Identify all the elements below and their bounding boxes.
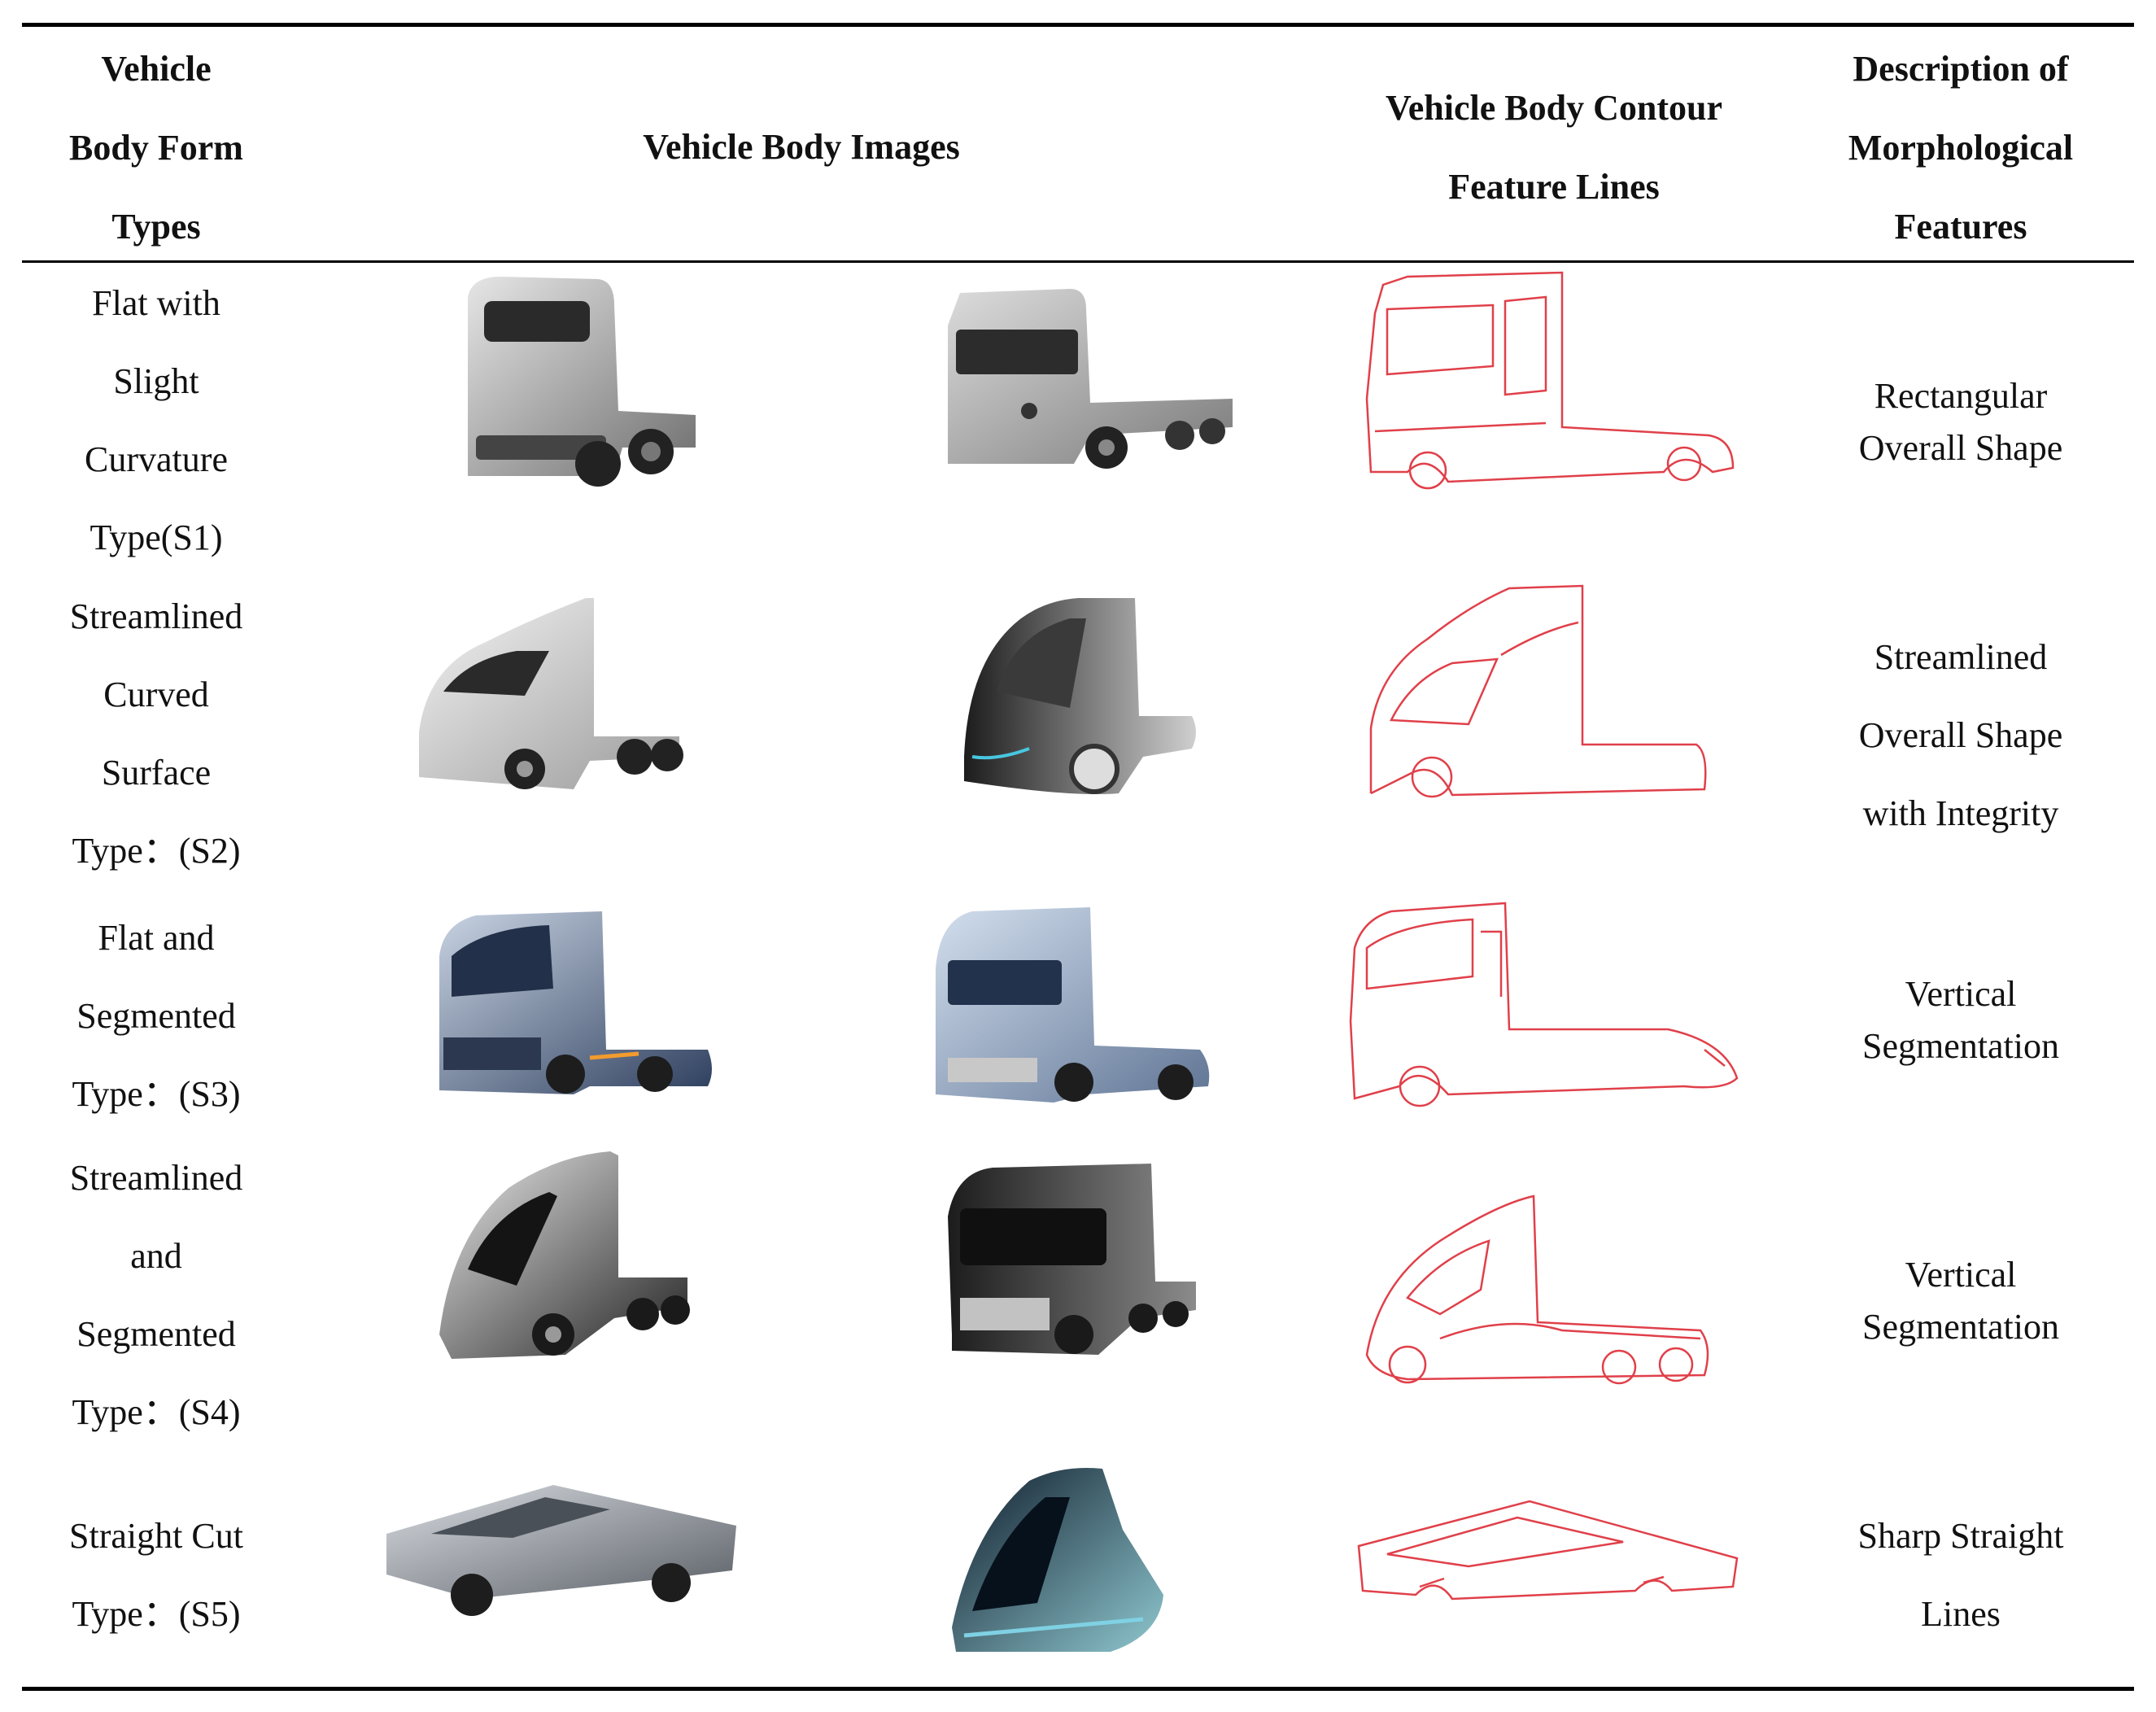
header-contour-feature-lines: Vehicle Body Contour Feature Lines [1386,88,1722,207]
row4-description: Vertical Segmentation [1862,1255,2059,1347]
row5-description: Sharp Straight Lines [1857,1516,2064,1634]
row2-description: Streamlined Overall Shape with Integrity [1858,637,2063,833]
row4-type-label: Streamlined and Segmented Type：(S4) [69,1158,243,1432]
row5-contour-lines [1355,1497,1745,1607]
row1-type-label: Flat with Slight Curvature Type(S1) [85,283,228,557]
row5-truck-image-2 [948,1465,1167,1656]
row5-truck-image-1 [382,1477,740,1619]
table-top-rule [22,23,2134,27]
row4-truck-image-1 [435,1147,696,1367]
row3-contour-lines [1342,899,1741,1111]
header-body-form-types: Vehicle Body Form Types [69,49,243,247]
row5-type-label: Straight Cut Type：(S5) [69,1516,243,1634]
row2-truck-image-1 [411,594,687,793]
table-bottom-rule [22,1687,2134,1691]
row3-truck-image-2 [932,903,1212,1103]
row3-truck-image-1 [427,907,716,1094]
table-header-rule [22,260,2134,263]
row1-truck-image-2 [936,277,1237,480]
row2-contour-lines [1355,582,1717,806]
header-vehicle-body-images: Vehicle Body Images [643,127,960,167]
row3-type-label: Flat and Segmented Type：(S3) [72,918,241,1114]
row1-contour-lines [1351,269,1741,500]
row3-description: Vertical Segmentation [1862,974,2059,1066]
row1-truck-image-1 [452,273,704,492]
row2-type-label: Streamlined Curved Surface Type：(S2) [69,596,243,871]
row4-truck-image-2 [936,1160,1200,1359]
row2-truck-image-2 [948,594,1200,797]
row1-description: Rectangular Overall Shape [1858,376,2063,468]
header-morphological-features: Description of Morphological Features [1848,49,2074,247]
row4-contour-lines [1359,1192,1717,1391]
